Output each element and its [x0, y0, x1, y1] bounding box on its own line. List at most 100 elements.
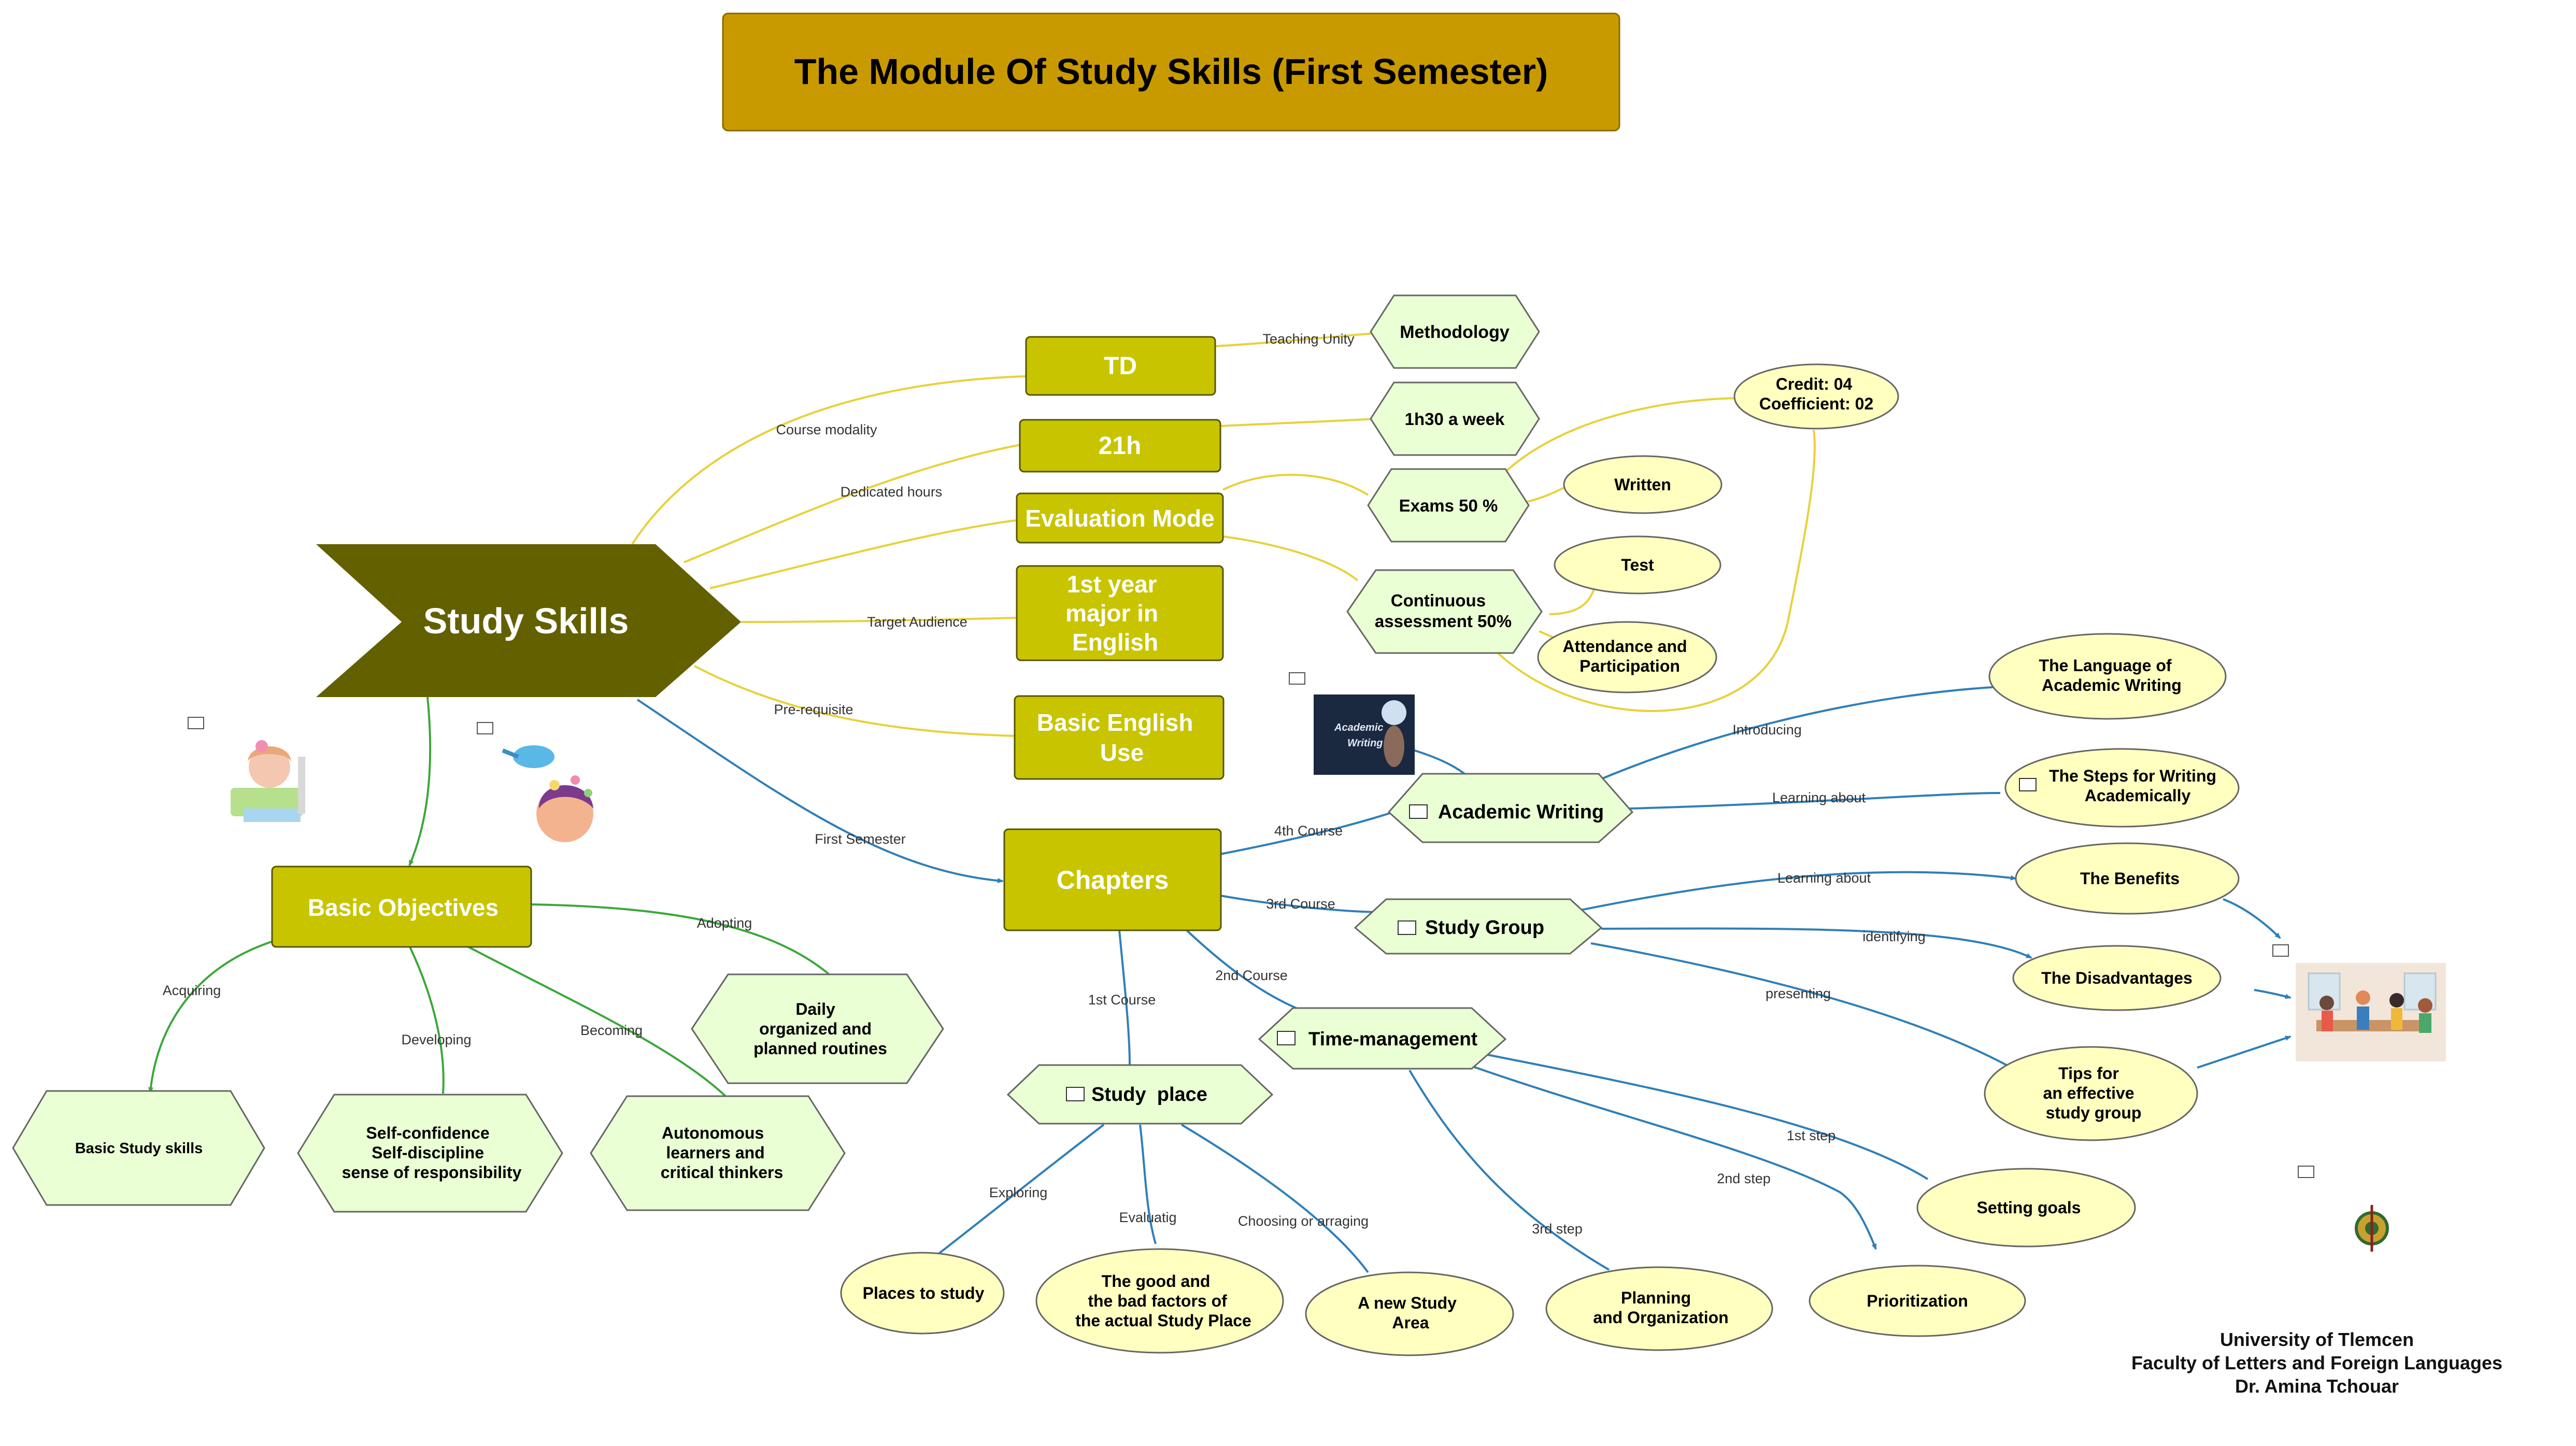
link-eval-exams — [1222, 474, 1369, 496]
benefits-label: The Benefits — [2080, 869, 2180, 888]
exams-node[interactable]: Exams 50 % — [1367, 468, 1530, 543]
week-node[interactable]: 1h30 a week — [1370, 381, 1540, 456]
autonomous-line-1: Autonomous — [662, 1124, 764, 1142]
link-td-methodology — [1215, 332, 1376, 347]
link-time-planning — [1408, 1069, 1610, 1271]
test-node[interactable]: Test — [1554, 535, 1721, 594]
audience-line-3: English — [1072, 629, 1158, 656]
prereq-node[interactable]: Basic English Use — [1014, 695, 1225, 780]
link-hours-week — [1220, 418, 1376, 427]
label-developing: Developing — [401, 1032, 471, 1047]
td-node[interactable]: TD — [1025, 336, 1216, 396]
basic-skills-node[interactable]: Basic Study skills — [12, 1090, 265, 1206]
root-node[interactable]: Study Skills — [316, 544, 741, 697]
routines-line-3: planned routines — [753, 1039, 887, 1058]
disadvantages-node[interactable]: The Disadvantages — [2012, 945, 2222, 1011]
green-links — [148, 697, 830, 1097]
link-exams-credit — [1502, 397, 1742, 475]
academic-writing-node[interactable]: Academic Writing — [1387, 773, 1634, 843]
benefits-node[interactable]: The Benefits — [2015, 842, 2240, 915]
svg-text:Academic Writing: Academic Writing — [1334, 722, 1386, 749]
link-academic-steps — [1629, 792, 2001, 810]
link-disadvantages-image — [2254, 989, 2292, 999]
root-label: Study Skills — [423, 601, 629, 641]
chapters-node[interactable]: Chapters — [1003, 828, 1222, 931]
svg-text:Continuous assessment 50: Continuous assessment 50% — [1375, 591, 1512, 631]
new-area-line-2: Area — [1392, 1313, 1429, 1332]
svg-text:Credit: 04 Coefficient:: Credit: 04 Coefficient: 02 — [1759, 375, 1873, 413]
autonomous-line-2: learners and — [666, 1143, 764, 1162]
title-banner: The Module Of Study Skills (First Semest… — [722, 12, 1620, 132]
new-area-node[interactable]: A new Study Area — [1305, 1271, 1514, 1356]
svg-text:Autonomous learners and: Autonomous learners and critical thinker… — [661, 1124, 784, 1182]
time-management-node[interactable]: Time-management — [1258, 1007, 1507, 1070]
eval-mode-label: Evaluation Mode — [1025, 505, 1214, 532]
methodology-node[interactable]: Methodology — [1370, 294, 1540, 369]
good-bad-line-3: the actual Study Place — [1075, 1311, 1251, 1330]
tips-node[interactable]: Tips for an effective study group — [1984, 1046, 2198, 1141]
continuous-line-2: assessment 50% — [1375, 612, 1512, 631]
self-node[interactable]: Self-confidence Self-discipline sense of… — [297, 1094, 563, 1213]
link-time-prioritization — [1461, 1061, 1877, 1250]
link-objectives-self — [408, 945, 445, 1094]
td-label: TD — [1104, 352, 1137, 380]
attendance-node[interactable]: Attendance and Participation — [1537, 621, 1717, 693]
link-root-eval — [709, 519, 1016, 589]
planning-line-2: and Organization — [1593, 1308, 1728, 1327]
good-bad-line-2: the bad factors of — [1088, 1292, 1227, 1310]
eval-mode-node[interactable]: Evaluation Mode — [1016, 492, 1224, 544]
label-dedicated-hours: Dedicated hours — [841, 484, 943, 500]
study-place-node[interactable]: Study place — [1006, 1064, 1274, 1125]
link-root-td — [631, 375, 1027, 545]
label-2nd-step: 2nd step — [1717, 1171, 1771, 1186]
link-group-benefits — [1570, 871, 2017, 913]
steps-writing-node[interactable]: The Steps for Writing Academically — [2004, 748, 2240, 828]
audience-line-1: 1st year — [1067, 571, 1157, 598]
methodology-label: Methodology — [1400, 322, 1510, 342]
svg-text:A new Study Area: A new Study Area — [1358, 1294, 1461, 1332]
svg-text:1st year major in: 1st year major in English — [1065, 571, 1165, 656]
planning-node[interactable]: Planning and Organization — [1545, 1266, 1773, 1351]
label-1st-course: 1st Course — [1088, 992, 1156, 1008]
continuous-node[interactable]: Continuous assessment 50% — [1346, 569, 1543, 654]
prioritization-node[interactable]: Prioritization — [1809, 1265, 2026, 1337]
new-area-line-1: A new Study — [1358, 1294, 1457, 1312]
label-adopting: Adopting — [697, 915, 752, 931]
study-group-node[interactable]: Study Group — [1354, 898, 1603, 955]
link-root-chapters — [636, 699, 1004, 884]
link-credit-continuous — [1491, 430, 1816, 712]
prioritization-label: Prioritization — [1867, 1292, 1968, 1310]
note-icon — [1398, 920, 1416, 935]
link-root-hours — [684, 444, 1021, 563]
self-line-3: sense of responsibility — [342, 1163, 522, 1182]
label-presenting: presenting — [1766, 986, 1831, 1001]
credit-node[interactable]: Credit: 04 Coefficient: 02 — [1733, 363, 1899, 430]
label-3rd-step: 3rd step — [1532, 1221, 1583, 1237]
good-bad-node[interactable]: The good and the bad factors of the actu… — [1035, 1248, 1284, 1354]
note-icon — [2298, 1166, 2314, 1178]
routines-node[interactable]: Daily organized and planned routines — [691, 973, 944, 1084]
language-node[interactable]: The Language of Academic Writing — [1988, 633, 2227, 720]
places-node[interactable]: Places to study — [840, 1252, 1005, 1335]
link-place-goodbad — [1139, 1124, 1157, 1244]
label-learning-about-1: Learning about — [1772, 790, 1866, 805]
link-tips-image — [2197, 1036, 2292, 1069]
written-node[interactable]: Written — [1563, 455, 1723, 514]
note-icon — [2019, 778, 2037, 791]
link-root-audience — [741, 617, 1016, 623]
blue-links — [636, 684, 2292, 1273]
label-choosing: Choosing or arraging — [1238, 1213, 1369, 1229]
footer-university: University of Tlemcen — [2219, 1329, 2414, 1350]
self-line-1: Self-confidence — [366, 1124, 489, 1142]
autonomous-node[interactable]: Autonomous learners and critical thinker… — [590, 1095, 846, 1211]
objectives-node[interactable]: Basic Objectives — [271, 866, 532, 948]
hours-node[interactable]: 21h — [1019, 419, 1221, 473]
label-pre-requisite: Pre-requisite — [774, 702, 853, 717]
study-group-image — [2296, 963, 2446, 1061]
tips-line-1: Tips for — [2058, 1064, 2119, 1083]
setting-goals-node[interactable]: Setting goals — [1916, 1168, 2136, 1247]
audience-node[interactable]: 1st year major in English — [1016, 565, 1224, 661]
routines-line-1: Daily — [795, 1000, 835, 1018]
link-root-objectives — [408, 697, 432, 867]
brain-growth-illustration — [502, 745, 593, 842]
